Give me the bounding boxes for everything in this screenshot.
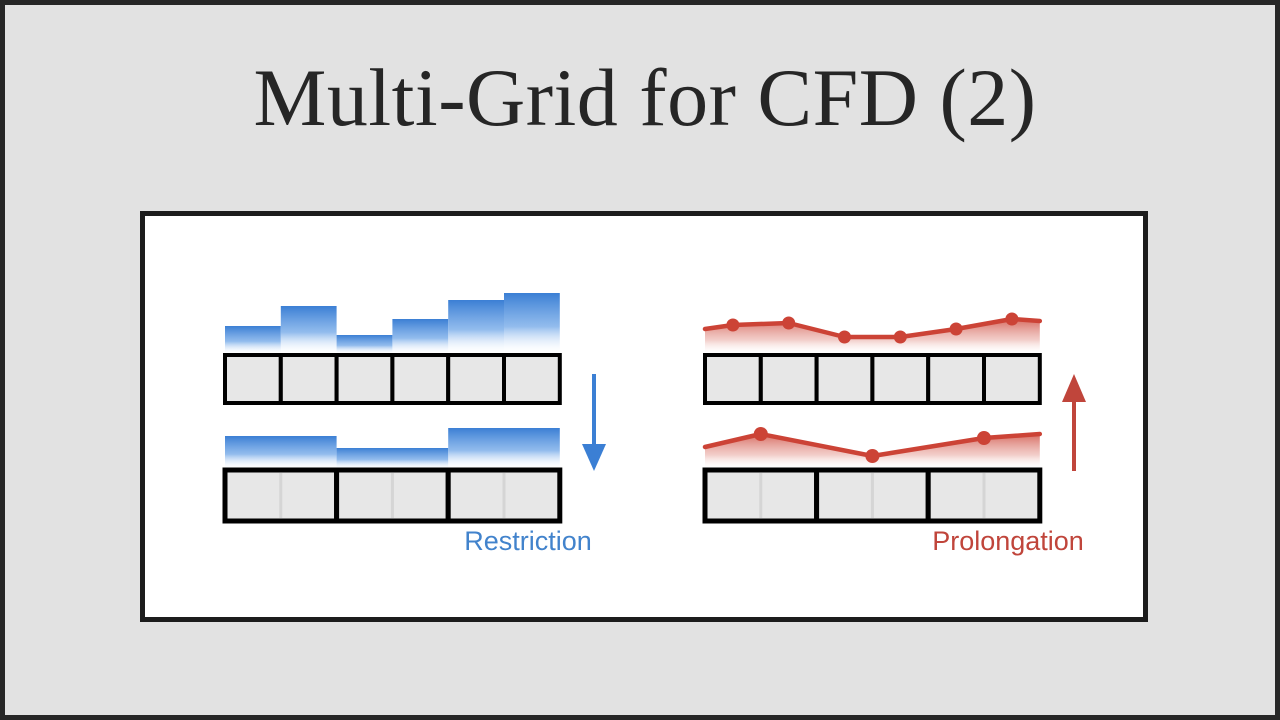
fine-bar (448, 300, 504, 354)
prolongation-caption: Prolongation (932, 526, 1084, 556)
coarse-bar (225, 436, 337, 469)
fine-grid (223, 353, 562, 405)
fine-marker (726, 318, 740, 332)
fine-grid-cell (390, 353, 451, 405)
fine-line-series (702, 312, 1043, 354)
fine-bar (336, 335, 393, 354)
coarse-marker (753, 427, 768, 441)
coarse-grid (222, 467, 563, 524)
coarse-bar (448, 428, 560, 469)
fine-grid-cell (870, 353, 931, 405)
coarse-marker (865, 449, 880, 463)
fine-grid-cell (223, 353, 283, 405)
page-title: Multi-Grid for CFD (2) (253, 52, 1037, 143)
fine-grid-cell (982, 353, 1042, 405)
fine-grid-cell (758, 353, 819, 405)
fine-grid-cell (703, 353, 763, 405)
coarse-line-series (702, 427, 1043, 469)
fine-line (702, 316, 1043, 340)
coarse-marker (977, 431, 991, 445)
fine-marker (1005, 312, 1019, 326)
fine-bar-series (225, 293, 560, 354)
diagram-panel: Restriction Prolongation (140, 211, 1148, 622)
coarse-bar (336, 448, 449, 469)
fine-grid-cell (278, 353, 339, 405)
restriction-caption: Restriction (464, 526, 592, 556)
prolongation-diagram (702, 312, 1086, 524)
fine-grid (703, 353, 1042, 405)
fine-grid-cell (334, 353, 395, 405)
coarse-grid (702, 467, 1043, 524)
fine-bar (280, 306, 337, 354)
restriction-diagram (222, 293, 606, 524)
fine-marker (893, 330, 907, 344)
fine-grid-cell (502, 353, 562, 405)
fine-grid-cell (814, 353, 875, 405)
fine-marker (949, 322, 963, 336)
fine-marker (782, 316, 796, 330)
fine-grid-cell (446, 353, 507, 405)
multigrid-figure (222, 293, 1086, 524)
fine-bar (225, 326, 281, 354)
down-arrow-icon (582, 374, 606, 471)
fine-bar (392, 319, 449, 354)
up-arrow-icon (1062, 374, 1086, 471)
coarse-bar-series (225, 428, 560, 469)
fine-marker (838, 330, 851, 344)
fine-bar (504, 293, 560, 354)
fine-grid-cell (926, 353, 987, 405)
